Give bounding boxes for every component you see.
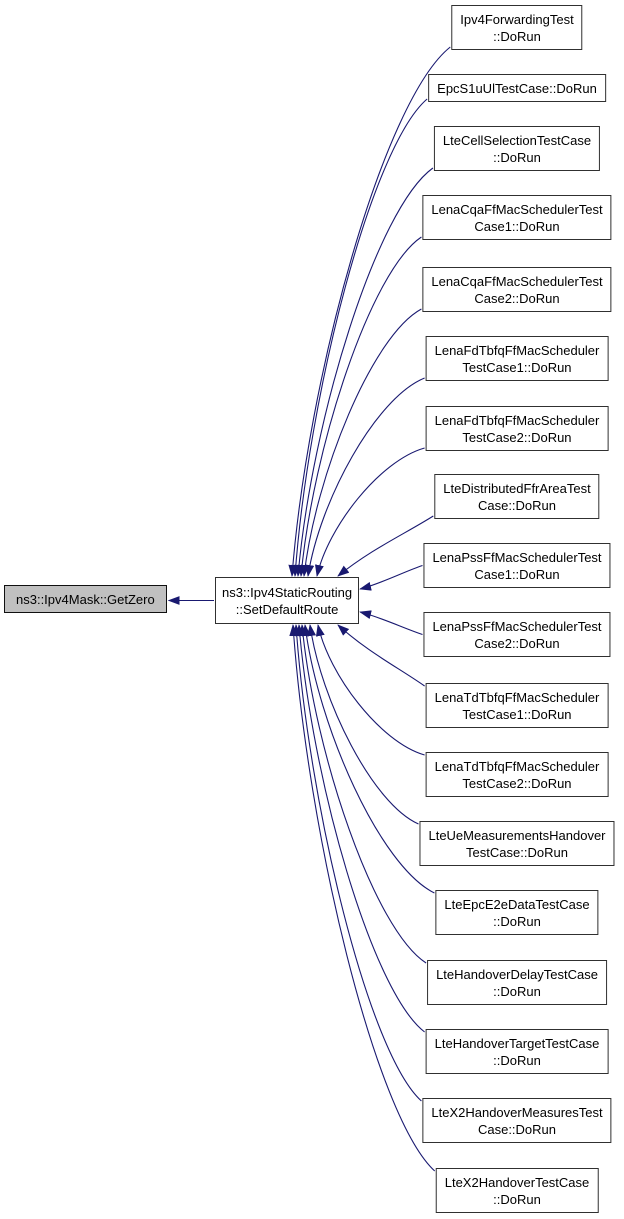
caller-node-label-line: ::DoRun (493, 1052, 541, 1068)
caller-node[interactable]: LteHandoverDelayTestCase::DoRun (427, 960, 607, 1005)
caller-node-label-line: EpcS1uUlTestCase::DoRun (437, 80, 597, 96)
caller-node-label-line: LenaPssFfMacSchedulerTest (432, 549, 602, 565)
caller-node-label-line: Case2::DoRun (474, 635, 560, 651)
call-edge (337, 515, 434, 577)
center-node-label-line: ns3::Ipv4StaticRouting (222, 584, 353, 600)
caller-node[interactable]: Ipv4ForwardingTest::DoRun (451, 5, 583, 50)
caller-node-label-line: TestCase2::DoRun (462, 429, 572, 445)
caller-node[interactable]: EpcS1uUlTestCase::DoRun (428, 74, 606, 102)
caller-node-label-line: LenaCqaFfMacSchedulerTest (431, 273, 603, 289)
node-setdefaultroute[interactable]: ns3::Ipv4StaticRouting ::SetDefaultRoute (215, 577, 360, 624)
call-edge (305, 377, 425, 577)
caller-node[interactable]: LteX2HandoverTestCase::DoRun (435, 1168, 599, 1213)
caller-node-label-line: Case::DoRun (477, 1121, 557, 1137)
caller-node-label-line: ::DoRun (493, 149, 541, 165)
caller-node-label-line: ::DoRun (493, 983, 541, 999)
caller-node[interactable]: LteEpcE2eDataTestCase::DoRun (435, 890, 599, 935)
caller-node-label-line: LenaPssFfMacSchedulerTest (432, 618, 602, 634)
caller-node-label-line: LenaCqaFfMacSchedulerTest (431, 201, 603, 217)
call-edge (291, 98, 428, 577)
caller-node-label-line: LteHandoverTargetTestCase (434, 1035, 600, 1051)
center-node-label-line: ::SetDefaultRoute (235, 601, 339, 617)
caller-node-label-line: LenaTdTbfqFfMacScheduler (434, 689, 600, 705)
caller-node-label-line: LteDistributedFfrAreaTest (443, 480, 591, 496)
caller-node-label-line: ::DoRun (493, 28, 541, 44)
call-edge (315, 624, 425, 756)
node-ipv4mask-getzero: ns3::Ipv4Mask::GetZero (4, 585, 167, 613)
call-edge (359, 564, 423, 591)
call-edge (298, 624, 427, 964)
caller-node-label-line: LteUeMeasurementsHandover (428, 827, 606, 843)
caller-node-label-line: LteX2HandoverMeasuresTest (431, 1104, 603, 1120)
call-edge (297, 236, 422, 577)
call-edge (307, 624, 419, 825)
caller-node-label-line: LenaTdTbfqFfMacScheduler (434, 758, 600, 774)
caller-node-label-line: LteEpcE2eDataTestCase (444, 896, 590, 912)
caller-node-label-line: Case1::DoRun (474, 218, 560, 234)
focus-node-label: ns3::Ipv4Mask::GetZero (16, 591, 155, 607)
caller-node-label-line: LteCellSelectionTestCase (442, 132, 592, 148)
call-edge (295, 624, 425, 1033)
caller-node[interactable]: LteHandoverTargetTestCase::DoRun (425, 1029, 609, 1074)
caller-node-label-line: TestCase::DoRun (466, 844, 568, 860)
call-edge (300, 308, 422, 577)
call-edge (292, 624, 422, 1102)
caller-node[interactable]: LteCellSelectionTestCase::DoRun (433, 126, 601, 171)
call-edge (337, 624, 425, 687)
call-edge (315, 447, 425, 577)
caller-node-label-line: TestCase1::DoRun (462, 706, 572, 722)
caller-node-label-line: TestCase1::DoRun (462, 359, 572, 375)
caller-node-label-line: LenaFdTbfqFfMacScheduler (434, 342, 600, 358)
caller-node-label-line: LteX2HandoverTestCase (444, 1174, 590, 1190)
caller-node-label-line: Ipv4ForwardingTest (460, 11, 574, 27)
caller-node-label-line: Case2::DoRun (474, 290, 560, 306)
caller-node-label-line: LteHandoverDelayTestCase (436, 966, 598, 982)
call-edge (359, 610, 423, 636)
caller-node-label-line: ::DoRun (493, 1191, 541, 1207)
caller-node-label-line: Case::DoRun (477, 497, 557, 513)
call-edge (301, 624, 435, 894)
call-edge (289, 624, 436, 1172)
caller-node-label-line: TestCase2::DoRun (462, 775, 572, 791)
call-edge (294, 167, 434, 577)
caller-node-label-line: LenaFdTbfqFfMacScheduler (434, 412, 600, 428)
caller-node-label-line: Case1::DoRun (474, 566, 560, 582)
caller-node-label-line: ::DoRun (493, 913, 541, 929)
